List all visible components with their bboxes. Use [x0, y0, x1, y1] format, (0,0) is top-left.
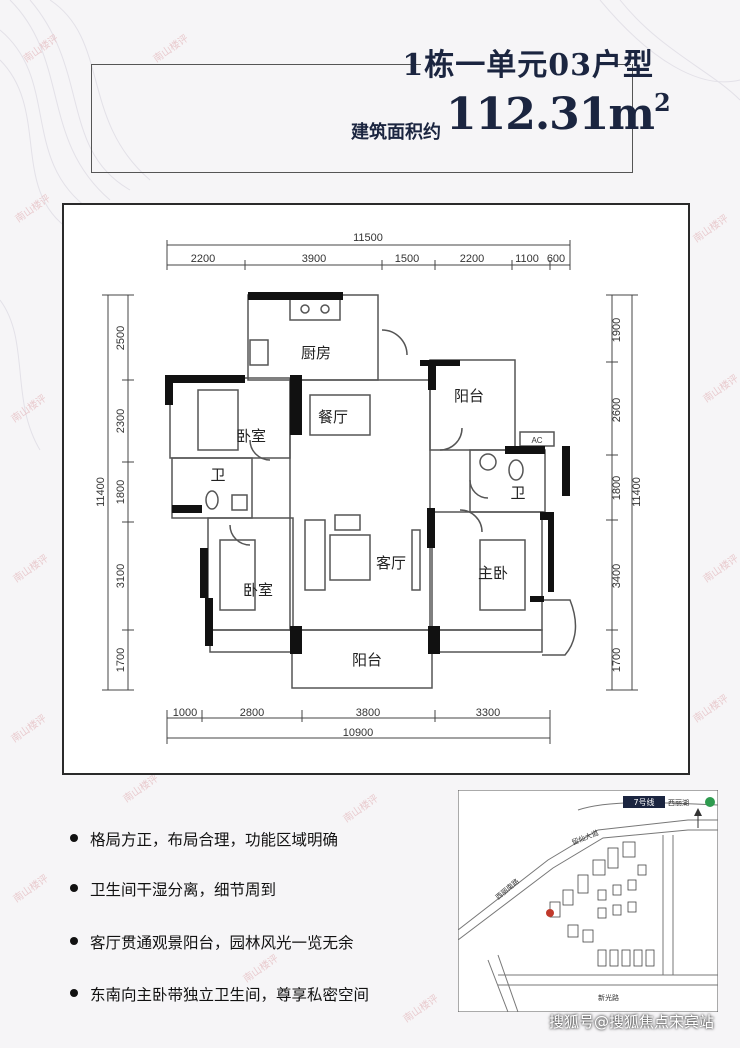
dim-top-6: 600: [547, 253, 565, 265]
top-dimension-lines: [166, 240, 571, 270]
feature-text: 客厅贯通观景阳台，园林风光一览无余: [90, 934, 354, 952]
title-top-rule: [600, 64, 631, 65]
dim-left-total: 11400: [95, 477, 107, 507]
dim-left-4: 3100: [115, 564, 127, 588]
room-living: 客厅: [376, 554, 406, 572]
right-dimension-lines: [606, 294, 638, 691]
feature-text: 格局方正，布局合理，功能区域明确: [90, 831, 339, 849]
compass-icon: [694, 808, 702, 828]
footer-source: 搜狐号@搜狐焦点宋宾站: [548, 1013, 714, 1031]
area-number: 112.31m: [446, 89, 655, 140]
bullet-dot: [70, 834, 78, 842]
dim-right-1: 1900: [611, 318, 623, 342]
title-box: [91, 64, 633, 173]
area-label: 建筑面积约: [351, 122, 441, 143]
dim-right-3: 1800: [611, 476, 623, 500]
dim-right-total: 11400: [631, 477, 643, 507]
dim-top-3: 1500: [395, 253, 419, 265]
dim-right-5: 1700: [611, 648, 623, 672]
feature-item: 卫生间干湿分离，细节周到: [70, 878, 276, 900]
room-kitchen: 厨房: [301, 344, 331, 362]
dim-bottom-total: 10900: [343, 727, 374, 739]
road-label: 新光路: [598, 993, 619, 1002]
feature-text: 东南向主卧带独立卫生间，尊享私密空间: [90, 986, 370, 1004]
room-balcony-top: 阳台: [454, 387, 484, 405]
room-bath-2: 卫: [510, 484, 525, 502]
dim-top-1: 2200: [191, 253, 215, 265]
left-dimension-lines: [102, 294, 134, 691]
bottom-dimension-lines: [166, 710, 551, 744]
floor-plan: 11500 2200 3900 1500 2200 1100 600 1000 …: [95, 232, 643, 744]
station-icon: [705, 797, 715, 807]
feature-item: 格局方正，布局合理，功能区域明确: [70, 828, 338, 850]
dim-top-total: 11500: [353, 232, 383, 244]
feature-item: 客厅贯通观景阳台，园林风光一览无余: [70, 931, 354, 953]
bullet-dot: [70, 937, 78, 945]
room-bedroom-1: 卧室: [236, 427, 266, 445]
area-unit: 2: [653, 88, 671, 117]
dim-bottom-3: 3800: [356, 707, 380, 719]
ac-label: AC: [531, 436, 542, 445]
feature-item: 东南向主卧带独立卫生间，尊享私密空间: [70, 983, 369, 1005]
dim-bottom-4: 3300: [476, 707, 500, 719]
area-value: 112.31m2: [446, 88, 671, 140]
room-bath-1: 卫: [210, 466, 225, 484]
floor-plan-frame: [62, 203, 690, 775]
dim-top-4: 2200: [460, 253, 484, 265]
bullet-dot: [70, 989, 78, 997]
dim-left-1: 2500: [115, 326, 127, 350]
dim-bottom-2: 2800: [240, 707, 264, 719]
room-bedroom-2: 卧室: [243, 581, 273, 599]
room-master: 主卧: [478, 564, 508, 582]
room-dining: 餐厅: [318, 408, 348, 426]
dim-left-5: 1700: [115, 648, 127, 672]
dim-left-3: 1800: [115, 480, 127, 504]
station-label: 西丽湖: [668, 798, 689, 807]
title-top-rule: [91, 64, 421, 65]
room-balcony-bottom: 阳台: [352, 651, 382, 669]
structural-walls: [165, 292, 570, 654]
unit-title: 1栋一单元03户型: [402, 48, 654, 83]
metro-badge: [623, 796, 665, 808]
location-marker-icon: [546, 909, 554, 917]
metro-label: 7号线: [633, 797, 654, 807]
dim-bottom-1: 1000: [173, 707, 197, 719]
dim-top-5: 1100: [515, 253, 539, 265]
dim-right-4: 3400: [611, 564, 623, 588]
dim-left-2: 2300: [115, 409, 127, 433]
dim-right-2: 2600: [611, 398, 623, 422]
location-map: 7号线 西丽湖 留仙大道 西丽南路 新光路: [458, 790, 718, 1012]
dim-top-2: 3900: [302, 253, 326, 265]
feature-text: 卫生间干湿分离，细节周到: [90, 881, 277, 899]
bullet-dot: [70, 884, 78, 892]
